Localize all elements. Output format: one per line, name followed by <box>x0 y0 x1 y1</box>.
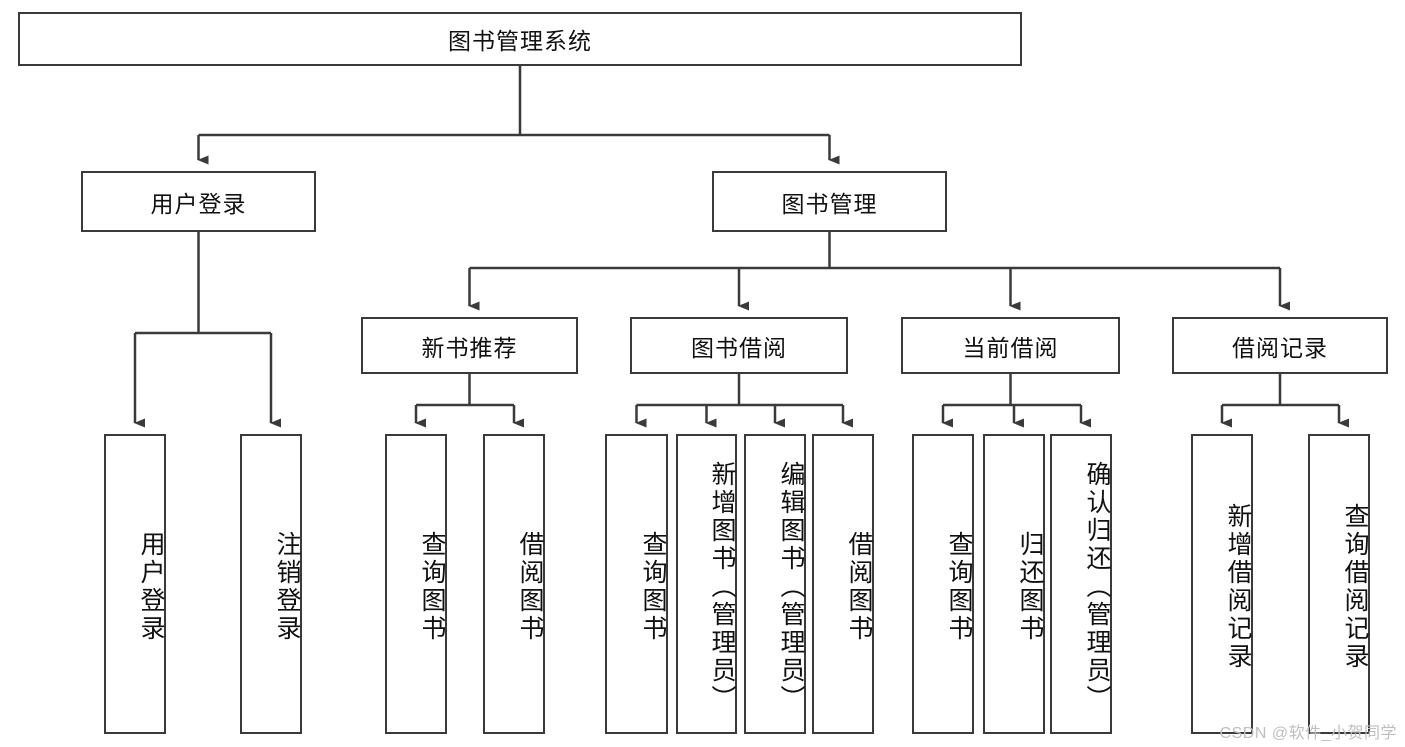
leaf-add-borrow-record[interactable]: 新增借阅记录 <box>1191 434 1253 734</box>
node-root[interactable]: 图书管理系统 <box>18 12 1022 66</box>
leaf-query-book-recommend[interactable]: 查询图书 <box>385 434 447 734</box>
node-book-borrow[interactable]: 图书借阅 <box>630 317 848 374</box>
leaf-label: 查询图书 <box>945 531 973 643</box>
leaf-user-login[interactable]: 用户登录 <box>104 434 166 734</box>
node-borrow-record-label: 借阅记录 <box>1232 334 1328 361</box>
leaf-label: 注销登录 <box>273 531 301 643</box>
node-current-borrow-label: 当前借阅 <box>962 334 1059 361</box>
leaf-edit-book-admin[interactable]: 编辑图书（管理员） <box>744 434 806 734</box>
node-user-login-label: 用户登录 <box>150 190 247 217</box>
leaf-label: 查询借阅记录 <box>1341 503 1369 671</box>
leaf-add-book-admin[interactable]: 新增图书（管理员） <box>676 434 737 734</box>
leaf-query-book-current[interactable]: 查询图书 <box>912 434 974 734</box>
leaf-label: 新增图书（管理员） <box>708 461 736 713</box>
node-borrow-record[interactable]: 借阅记录 <box>1172 317 1388 374</box>
leaf-label: 借阅图书 <box>845 531 873 643</box>
node-book-management-label: 图书管理 <box>781 190 878 217</box>
leaf-label: 归还图书 <box>1016 531 1044 643</box>
leaf-borrow-book[interactable]: 借阅图书 <box>812 434 874 734</box>
leaf-query-book-borrow[interactable]: 查询图书 <box>605 434 668 734</box>
leaf-label: 用户登录 <box>137 531 165 643</box>
leaf-label: 新增借阅记录 <box>1224 503 1252 671</box>
leaf-label: 查询图书 <box>418 531 446 643</box>
node-current-borrow[interactable]: 当前借阅 <box>901 317 1120 374</box>
leaf-query-borrow-record[interactable]: 查询借阅记录 <box>1308 434 1370 734</box>
leaf-label: 确认归还（管理员） <box>1083 461 1111 713</box>
node-root-label: 图书管理系统 <box>448 28 592 54</box>
node-new-book-recommend-label: 新书推荐 <box>421 334 518 361</box>
watermark-text: CSDN @软件_小贺同学 <box>1219 725 1397 742</box>
leaf-label: 借阅图书 <box>516 531 544 643</box>
leaf-confirm-return-admin[interactable]: 确认归还（管理员） <box>1050 434 1112 734</box>
leaf-logout[interactable]: 注销登录 <box>240 434 302 734</box>
node-user-login[interactable]: 用户登录 <box>81 171 316 232</box>
node-book-management[interactable]: 图书管理 <box>712 171 947 232</box>
node-new-book-recommend[interactable]: 新书推荐 <box>361 317 578 374</box>
leaf-label: 编辑图书（管理员） <box>777 461 805 713</box>
leaf-return-book[interactable]: 归还图书 <box>983 434 1045 734</box>
node-book-borrow-label: 图书借阅 <box>691 334 787 361</box>
leaf-label: 查询图书 <box>639 531 667 643</box>
leaf-borrow-book-recommend[interactable]: 借阅图书 <box>483 434 545 734</box>
